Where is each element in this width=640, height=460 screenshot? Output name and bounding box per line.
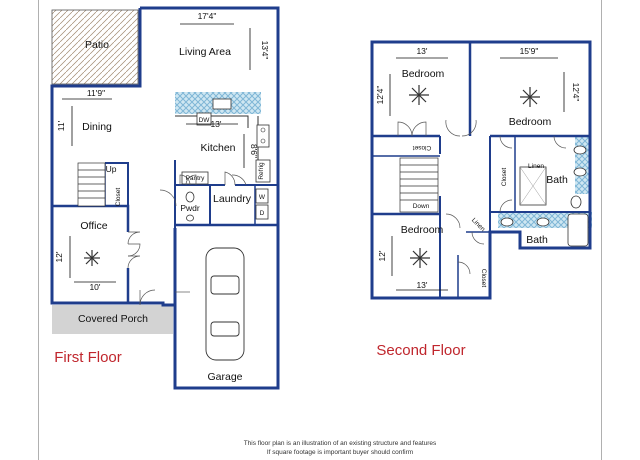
stairs-second-floor bbox=[399, 157, 439, 213]
dim-dining-w: 11'9" bbox=[87, 88, 105, 98]
dim-bed-a-w: 13' bbox=[416, 46, 427, 56]
second-floor-ceiling-fans bbox=[409, 85, 540, 268]
dim-dining-h: 11' bbox=[56, 120, 66, 131]
covered-porch-area bbox=[52, 305, 173, 334]
stairs-first-floor bbox=[77, 162, 106, 207]
label-laundry: Laundry bbox=[213, 193, 252, 205]
dryer bbox=[255, 204, 269, 220]
label-covered-porch: Covered Porch bbox=[78, 313, 148, 325]
label-dryer: D bbox=[260, 210, 265, 217]
label-bath-a: Bath bbox=[546, 174, 568, 186]
page-border-left bbox=[38, 0, 39, 460]
dim-office-w: 10' bbox=[89, 282, 100, 292]
label-living-area: Living Area bbox=[179, 46, 231, 58]
label-bedroom-b: Bedroom bbox=[509, 116, 552, 128]
outer-wall-east bbox=[140, 6, 280, 390]
office-ceiling-fan bbox=[84, 250, 100, 266]
label-down: Down bbox=[413, 203, 430, 210]
dim-bed-b-h: 12'4" bbox=[571, 83, 581, 102]
label-pantry: Pantry bbox=[186, 175, 206, 182]
dim-bed-c-w: 13' bbox=[416, 280, 427, 290]
label-garage: Garage bbox=[207, 371, 242, 383]
label-bath-b: Bath bbox=[526, 234, 548, 246]
label-linen-a: Linen bbox=[528, 163, 544, 170]
dim-living-h: 13'4" bbox=[260, 41, 270, 60]
label-linen-b: Linen bbox=[470, 217, 486, 233]
dim-bed-b-w: 15'9" bbox=[520, 46, 539, 56]
label-closet-bed: Closet bbox=[480, 269, 487, 288]
label-kitchen: Kitchen bbox=[200, 142, 235, 154]
washer bbox=[255, 188, 269, 204]
kitchen-sink bbox=[212, 98, 232, 110]
label-washer: W bbox=[259, 194, 266, 201]
label-bedroom-c: Bedroom bbox=[401, 224, 444, 236]
disclaimer-line-2: If square footage is important buyer sho… bbox=[266, 449, 414, 456]
dim-bed-a-h: 12'4" bbox=[375, 86, 385, 105]
label-pwdr: Pwdr bbox=[180, 203, 200, 213]
label-fridge: Refrig bbox=[258, 162, 265, 180]
label-dw: DW bbox=[199, 117, 211, 124]
first-floor bbox=[50, 6, 280, 390]
label-dining: Dining bbox=[82, 121, 112, 133]
dim-living-w: 17'4" bbox=[198, 11, 217, 21]
label-patio: Patio bbox=[85, 39, 109, 51]
label-closet-first: Closet bbox=[115, 188, 122, 207]
second-floor-outer-wall bbox=[370, 40, 592, 300]
dishwasher bbox=[196, 112, 212, 126]
dim-kitchen-h: 8'6" bbox=[249, 144, 259, 158]
pantry-box bbox=[181, 171, 209, 185]
dim-kitchen-w: 13' bbox=[210, 119, 221, 129]
dim-bed-c-h: 12' bbox=[377, 250, 387, 261]
label-bedroom-a: Bedroom bbox=[402, 68, 445, 80]
page-border-right bbox=[601, 0, 602, 460]
second-floor-label: Second Floor bbox=[376, 342, 465, 359]
first-floor-label: First Floor bbox=[54, 349, 122, 366]
refrigerator bbox=[255, 159, 271, 183]
garage-car bbox=[205, 247, 245, 361]
stove bbox=[256, 124, 270, 148]
label-up: Up bbox=[106, 164, 117, 174]
label-closet-hall: Closet bbox=[413, 144, 432, 151]
bathtub bbox=[567, 213, 589, 247]
dim-office-h: 12' bbox=[54, 251, 64, 262]
patio-deck bbox=[51, 9, 139, 85]
label-office: Office bbox=[80, 220, 107, 232]
disclaimer-line-1: This floor plan is an illustration of an… bbox=[243, 440, 437, 447]
second-floor bbox=[370, 40, 592, 300]
label-closet-bath: Closet bbox=[501, 168, 508, 187]
outer-wall-west bbox=[50, 8, 175, 307]
